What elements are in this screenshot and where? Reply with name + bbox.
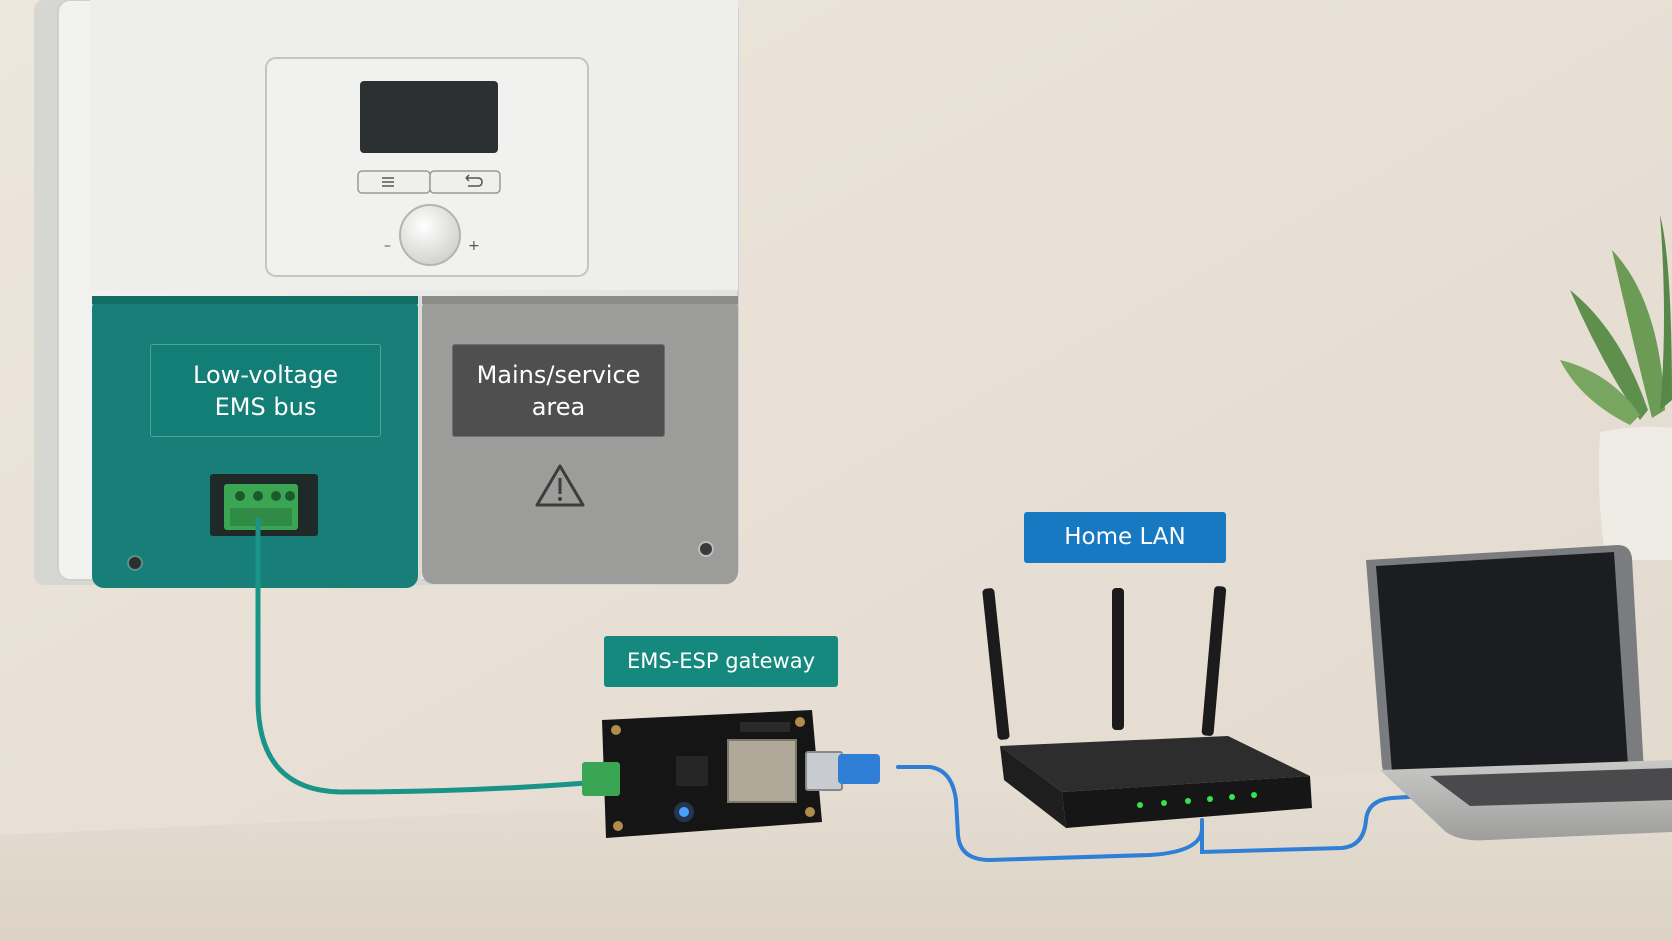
boiler-display (360, 81, 498, 153)
menu-icon (382, 177, 394, 187)
panel-screw-right (698, 541, 714, 557)
mains-service-area-label: Mains/service area (452, 344, 665, 437)
ems-terminal-block (210, 474, 318, 536)
laptop (1366, 545, 1672, 841)
gateway-rj45-port (805, 751, 843, 791)
back-icon (465, 174, 483, 187)
router-status-leds (1137, 792, 1257, 808)
mains-service-panel (422, 296, 738, 584)
potted-plant (1560, 215, 1672, 560)
panel-screw-left (127, 555, 143, 571)
ems-bus-cable (255, 517, 589, 795)
knob-plus-label: + (468, 238, 480, 254)
boiler-knob[interactable] (399, 204, 461, 266)
laptop-keyboard (1430, 768, 1672, 806)
esp-module (727, 739, 797, 803)
lan-plug (838, 754, 880, 784)
knob-minus-label: – (384, 238, 391, 254)
ems-bus-label: Low-voltage EMS bus (150, 344, 381, 437)
boiler-control-panel: – + (265, 57, 589, 277)
gateway-terminal (582, 762, 620, 796)
ems-esp-gateway-board (582, 710, 880, 838)
ems-bus-panel (92, 296, 418, 588)
ems-esp-gateway-label: EMS-ESP gateway (604, 636, 838, 687)
back-button[interactable] (429, 170, 501, 194)
home-lan-label: Home LAN (1024, 512, 1226, 563)
lan-cables (896, 765, 1442, 863)
boiler: – + (34, 0, 739, 588)
warning-triangle-icon (535, 464, 585, 507)
gateway-status-led (679, 807, 689, 817)
wifi-router (982, 586, 1312, 828)
